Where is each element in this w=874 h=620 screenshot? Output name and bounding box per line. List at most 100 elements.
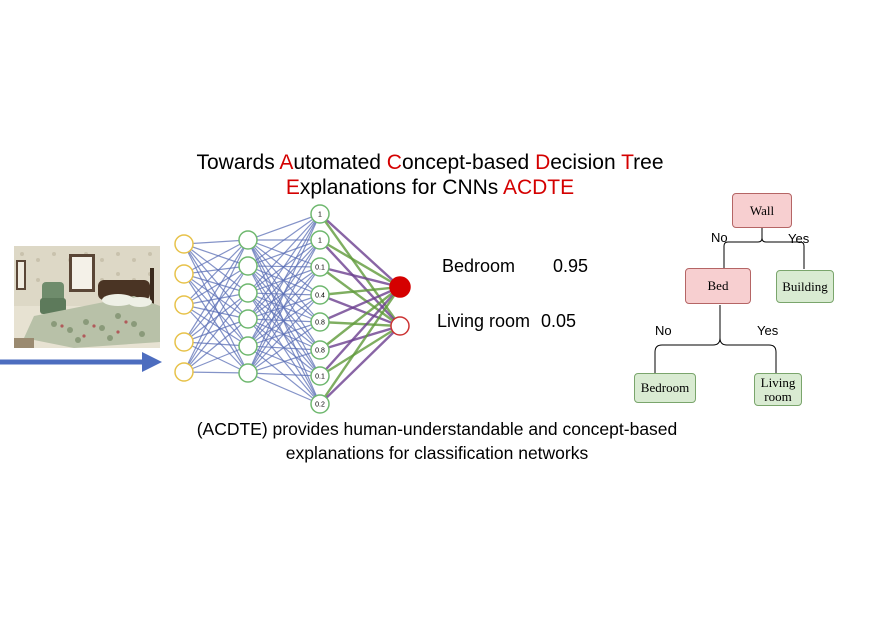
title-highlight: E bbox=[285, 176, 300, 199]
tree-edge-label-no: No bbox=[711, 230, 728, 245]
network-connection bbox=[247, 213, 321, 294]
network-connection bbox=[183, 273, 249, 320]
network-connection bbox=[319, 238, 401, 289]
network-connection bbox=[247, 239, 321, 374]
network-connection bbox=[183, 239, 249, 245]
figure-caption: (ACDTE) provides human-understandable an… bbox=[150, 417, 724, 465]
concept-neuron-value: 0.2 bbox=[315, 402, 325, 409]
network-connection bbox=[183, 265, 249, 373]
network-connection bbox=[183, 304, 249, 374]
title-text: ecision bbox=[550, 151, 622, 174]
network-connection bbox=[319, 286, 401, 377]
title-highlight: C bbox=[386, 151, 402, 174]
network-connection bbox=[183, 273, 249, 347]
output-score: 0.05 bbox=[541, 311, 577, 331]
network-connection bbox=[247, 266, 321, 374]
output-row-living-room: Living room 0.05 bbox=[437, 311, 576, 332]
network-connection bbox=[183, 239, 249, 275]
hidden-neuron bbox=[238, 256, 258, 276]
input-neuron bbox=[174, 332, 194, 352]
network-connection bbox=[183, 243, 249, 347]
network-connection bbox=[183, 371, 249, 374]
network-connection bbox=[319, 286, 401, 405]
tree-leaf-building: Building bbox=[776, 270, 834, 303]
tree-leaf-living-room: Living room bbox=[754, 373, 802, 406]
network-connection bbox=[183, 273, 249, 374]
concept-neuron bbox=[310, 366, 330, 386]
network-connection bbox=[319, 320, 401, 328]
network-connection bbox=[319, 285, 401, 297]
caption-line-1: (ACDTE) provides human-understandable an… bbox=[196, 419, 678, 439]
network-connection bbox=[183, 239, 249, 343]
output-label: Living room bbox=[437, 311, 531, 331]
title-text: utomated bbox=[293, 151, 387, 174]
network-connection bbox=[183, 304, 249, 347]
network-connection bbox=[247, 213, 321, 347]
input-neuron bbox=[174, 264, 194, 284]
network-connection bbox=[183, 341, 249, 347]
concept-neuron bbox=[310, 230, 330, 250]
caption-line-2: explanations for classification networks bbox=[285, 443, 589, 463]
title-highlight: T bbox=[621, 151, 634, 174]
concept-neuron-value: 0.4 bbox=[315, 293, 325, 300]
output-neuron-living-room bbox=[390, 316, 410, 336]
input-neuron bbox=[174, 234, 194, 254]
output-neuron-bedroom bbox=[389, 276, 411, 298]
concept-neuron bbox=[310, 312, 330, 332]
network-connection bbox=[319, 265, 401, 289]
network-connection bbox=[319, 239, 401, 327]
leaf-line: room bbox=[764, 388, 792, 404]
network-connection bbox=[247, 239, 321, 351]
neural-network: 110.10.40.80.80.10.2 bbox=[174, 204, 411, 414]
output-score: 0.95 bbox=[553, 256, 589, 276]
network-connection bbox=[183, 341, 249, 374]
network-connection bbox=[183, 292, 249, 306]
network-connection bbox=[319, 324, 401, 378]
decision-tree-edges bbox=[654, 227, 805, 373]
network-connection bbox=[183, 304, 249, 320]
tree-node-bed: Bed bbox=[685, 268, 751, 304]
network-connection bbox=[247, 213, 321, 320]
network-connection bbox=[247, 294, 321, 374]
tree-leaf-bedroom: Bedroom bbox=[634, 373, 696, 403]
hidden-neuron bbox=[238, 336, 258, 356]
network-connection bbox=[247, 321, 321, 374]
title-text: xplanations for CNNs bbox=[299, 176, 503, 199]
figure-title: Towards Automated Concept-based Decision… bbox=[150, 150, 710, 200]
network-connection bbox=[183, 243, 249, 294]
network-connection bbox=[319, 285, 401, 324]
network-connection bbox=[183, 318, 249, 373]
output-label: Bedroom bbox=[442, 256, 516, 276]
output-row-bedroom: Bedroom 0.95 bbox=[442, 256, 588, 277]
network-connection bbox=[183, 239, 249, 373]
network-connection bbox=[247, 372, 321, 405]
network-connection bbox=[247, 213, 321, 374]
title-text: oncept-based bbox=[401, 151, 536, 174]
network-connection bbox=[247, 349, 321, 374]
network-connection bbox=[183, 345, 249, 373]
network-connection bbox=[183, 265, 249, 343]
title-text: ree bbox=[633, 151, 664, 174]
network-connection bbox=[319, 213, 401, 288]
input-neuron bbox=[174, 295, 194, 315]
network-connection bbox=[183, 292, 249, 343]
leaf-line: Living bbox=[760, 374, 796, 390]
input-arrow bbox=[0, 352, 162, 372]
concept-neuron bbox=[310, 340, 330, 360]
concept-neuron bbox=[310, 285, 330, 305]
network-connection bbox=[183, 292, 249, 373]
title-highlight: ACDTE bbox=[502, 176, 575, 199]
network-connection bbox=[247, 372, 321, 377]
network-connection bbox=[183, 243, 249, 374]
concept-neuron bbox=[310, 394, 330, 414]
hidden-neuron bbox=[238, 230, 258, 250]
tree-edge-label-no: No bbox=[655, 323, 672, 338]
tree-edge-label-yes: Yes bbox=[788, 231, 810, 246]
concept-neuron-value: 0.8 bbox=[315, 348, 325, 355]
concept-neuron-value: 1 bbox=[318, 238, 322, 245]
concept-neuron-value: 0.1 bbox=[315, 265, 325, 272]
network-connection bbox=[183, 265, 249, 275]
hidden-neuron bbox=[238, 309, 258, 329]
title-line-1: Towards Automated Concept-based Decision… bbox=[150, 150, 710, 175]
